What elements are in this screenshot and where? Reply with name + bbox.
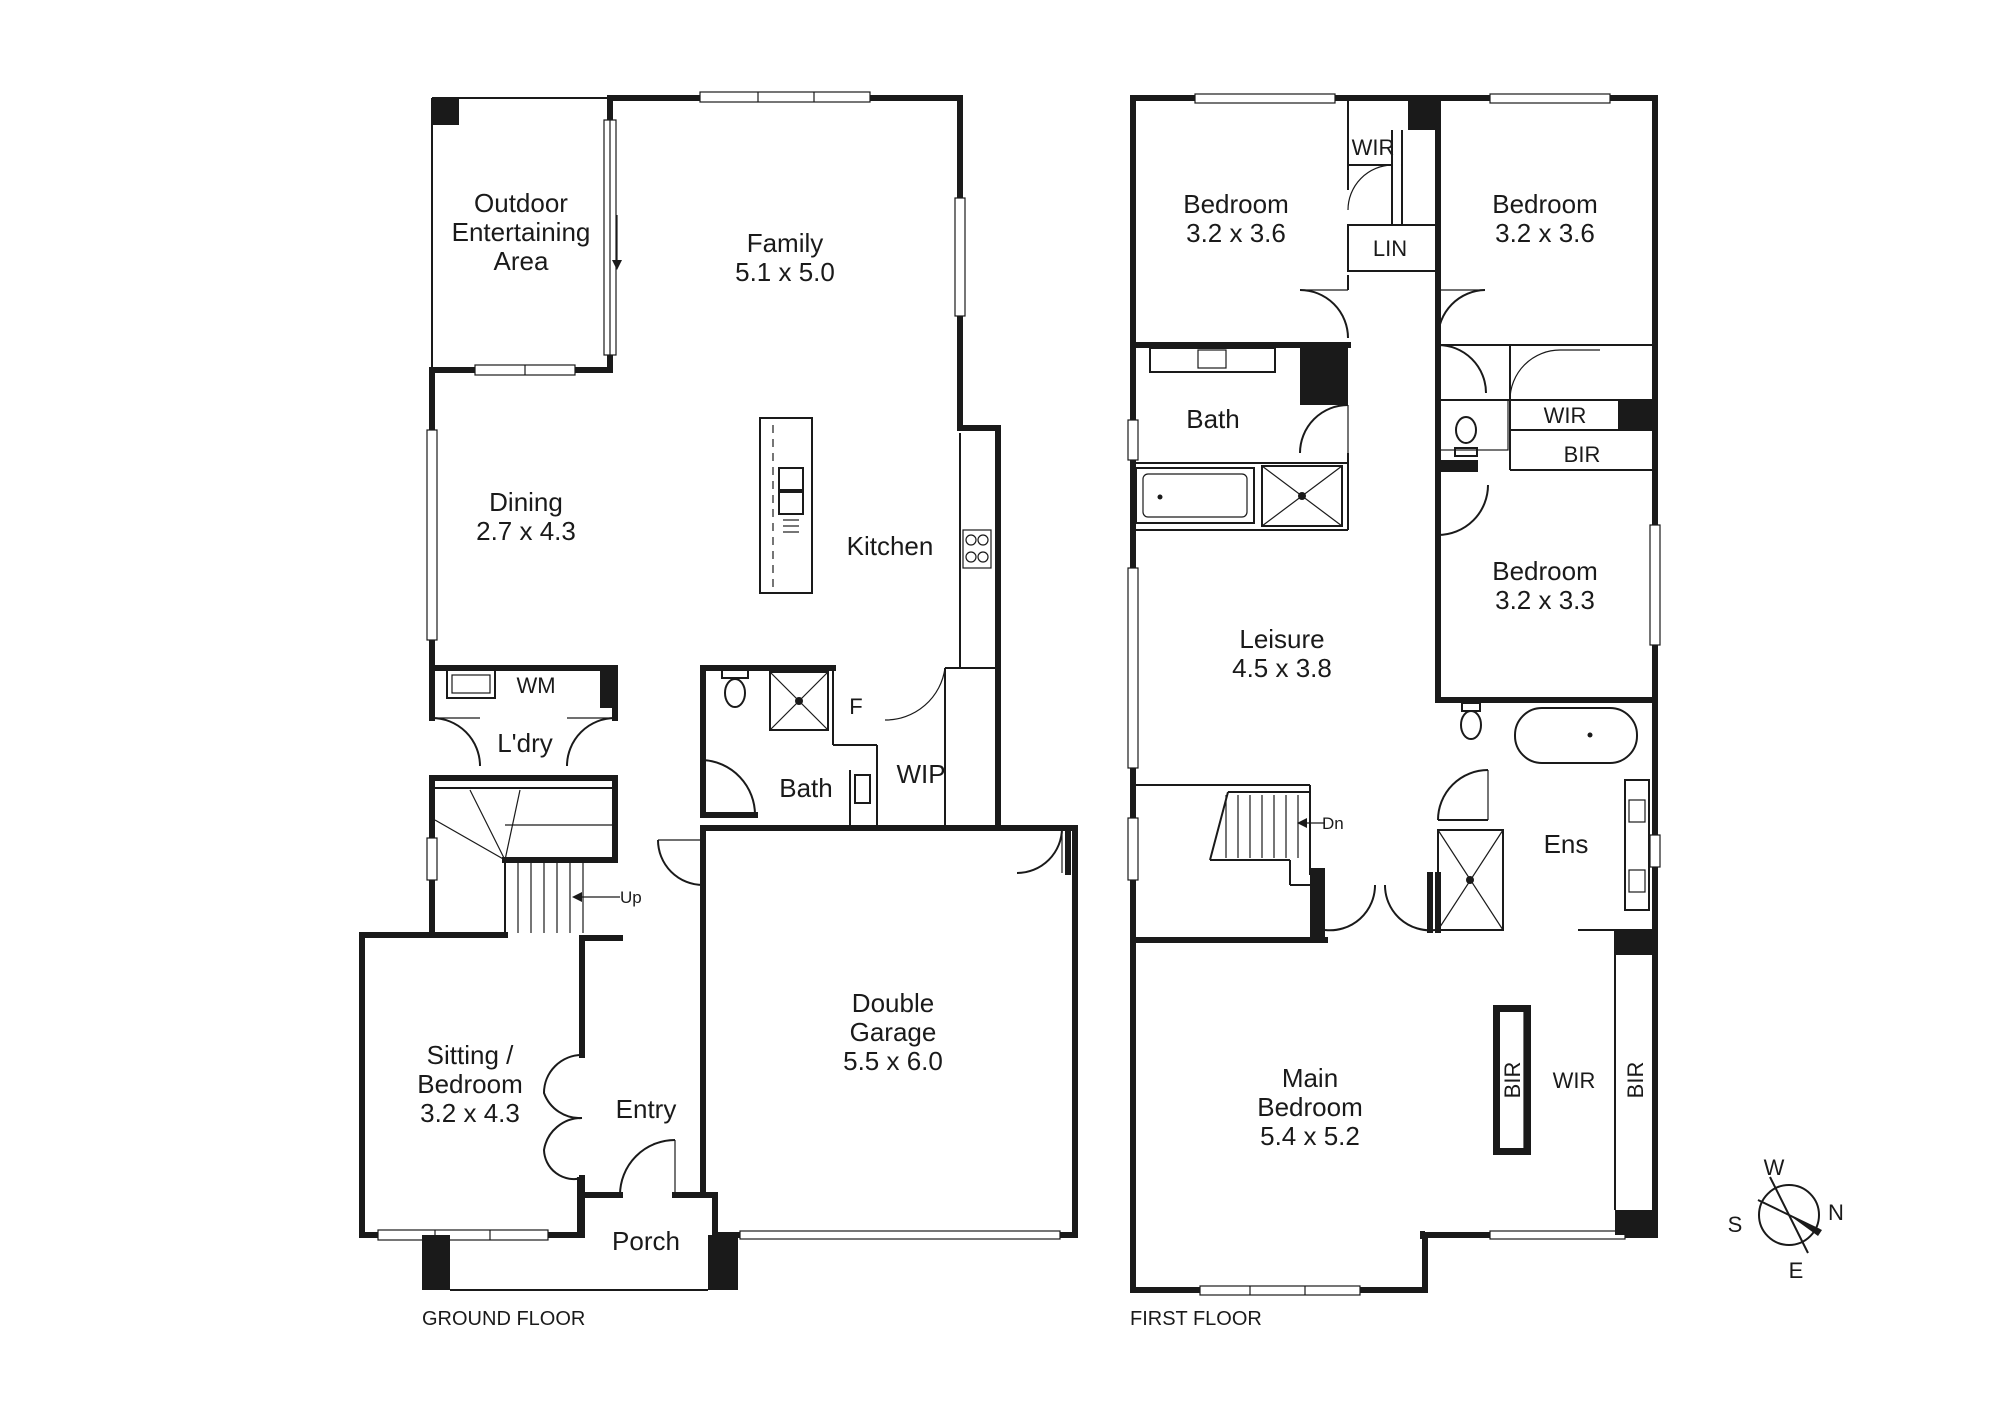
ground-stairs [426,775,623,941]
garage-label-1: Double [852,988,934,1018]
entry-label: Entry [616,1094,677,1124]
first-floor: Bedroom 3.2 x 3.6 Bedroom 3.2 x 3.6 WIR … [1127,93,1661,1330]
stairs-up-label: Up [620,888,642,907]
first-bath [1133,345,1349,531]
bedroom-nw-size: 3.2 x 3.6 [1186,218,1286,248]
main-bedroom-size: 5.4 x 5.2 [1260,1121,1360,1151]
wir-top-label: WIR [1352,135,1395,160]
kitchen-label: Kitchen [847,531,934,561]
fridge-label: F [849,694,862,719]
compass-needle-icon [1789,1215,1822,1236]
leisure-size: 4.5 x 3.8 [1232,653,1332,683]
first-floor-caption: FIRST FLOOR [1130,1308,1262,1330]
wir-mid-label: WIR [1544,403,1587,428]
ground-floor: Outdoor Entertaining Area Family 5.1 x 5… [359,91,1078,1330]
ens-label: Ens [1544,829,1589,859]
first-bath-label: Bath [1186,404,1240,434]
first-labels: Bedroom 3.2 x 3.6 Bedroom 3.2 x 3.6 WIR … [1130,135,1648,1330]
sitting-size: 3.2 x 4.3 [420,1098,520,1128]
first-outer-walls [1127,93,1661,1296]
garage-label-2: Garage [850,1017,937,1047]
bir-left-label: BIR [1500,1062,1525,1099]
bir-mid-label: BIR [1564,442,1601,467]
compass-e: E [1789,1258,1804,1283]
bedroom-e-label: Bedroom [1492,556,1598,586]
laundry [429,665,618,781]
stairs-down-label: Dn [1322,814,1344,833]
compass-s: S [1728,1212,1743,1237]
sitting-label-1: Sitting / [427,1040,514,1070]
wir-bir-right [1435,342,1655,703]
bedroom-e-ens [1435,697,1658,1235]
compass-n: N [1828,1200,1844,1225]
sitting-entry [359,932,708,1291]
bedroom-nw-label: Bedroom [1183,189,1289,219]
ground-floor-caption: GROUND FLOOR [422,1308,585,1330]
outdoor-label-3: Area [494,246,549,276]
dining-size: 2.7 x 4.3 [476,516,576,546]
main-bedroom-label-2: Bedroom [1257,1092,1363,1122]
porch-label: Porch [612,1226,680,1256]
main-bedroom-robes [1493,1005,1531,1155]
bir-right-label: BIR [1623,1062,1648,1099]
wm-label: WM [516,673,555,698]
outdoor-label-1: Outdoor [474,188,568,218]
garage-size: 5.5 x 6.0 [843,1046,943,1076]
sitting-label-2: Bedroom [417,1069,523,1099]
wir-main-label: WIR [1553,1068,1596,1093]
wip-label: WIP [896,759,945,789]
dining-label: Dining [489,487,563,517]
laundry-label: L'dry [497,728,553,758]
leisure-label: Leisure [1239,624,1324,654]
family-size: 5.1 x 5.0 [735,257,835,287]
main-bedroom-label-1: Main [1282,1063,1338,1093]
ground-bath-label: Bath [779,773,833,803]
bedroom-e-size: 3.2 x 3.3 [1495,585,1595,615]
family-label: Family [747,228,824,258]
first-stairs [1130,784,1436,943]
compass: W N S E [1728,1155,1844,1283]
outdoor-label-2: Entertaining [452,217,591,247]
bedroom-nw-wir-lin [1347,95,1441,348]
outdoor-area [431,95,622,373]
kitchen-island [759,417,813,594]
compass-ring-icon [1758,1184,1820,1246]
hall-doors [1130,289,1486,348]
compass-w: W [1764,1155,1785,1180]
bedroom-ne-label: Bedroom [1492,189,1598,219]
ground-labels: Outdoor Entertaining Area Family 5.1 x 5… [417,188,945,1330]
bedroom-ne-size: 3.2 x 3.6 [1495,218,1595,248]
lin-label: LIN [1373,236,1407,261]
